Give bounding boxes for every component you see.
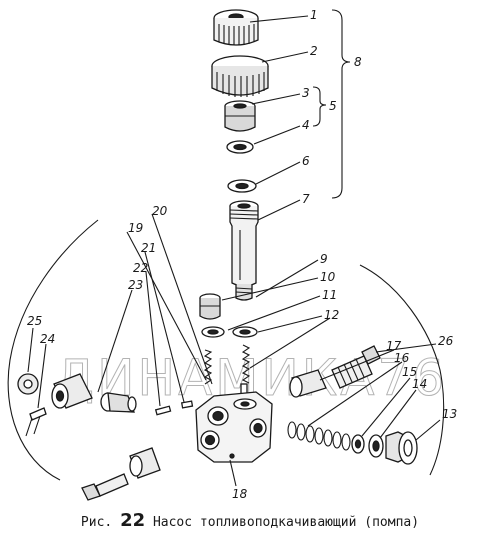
caption-title: Насос топливоподкачивающий (помпа) — [152, 515, 420, 530]
callout-19: 19 — [128, 221, 143, 235]
bracket-5 — [312, 86, 327, 127]
callout-15: 15 — [402, 365, 417, 379]
part-3-valve-seat — [224, 100, 256, 132]
callout-12: 12 — [324, 308, 339, 322]
part-20-spring — [241, 344, 251, 384]
part-26-piston — [331, 345, 381, 389]
part-22-union — [100, 392, 137, 413]
small-pin-right — [180, 400, 194, 409]
leader-lines — [27, 15, 441, 487]
callout-17: 17 — [386, 339, 402, 353]
callout-11: 11 — [322, 288, 337, 302]
part-7-cylinder — [229, 200, 259, 301]
part-6-gasket — [227, 179, 257, 193]
left-boundary-curve — [7, 219, 99, 481]
part-16-spring — [287, 421, 351, 451]
callout-4: 4 — [302, 118, 310, 132]
part-24-pin — [25, 407, 47, 437]
callout-7: 7 — [302, 192, 310, 206]
callout-18: 18 — [232, 487, 248, 501]
part-17-sleeve — [289, 369, 327, 398]
part-23-sleeve — [51, 373, 93, 409]
part-10-washer — [201, 326, 225, 338]
figure-caption: Рис. 22 Насос топливоподкачивающий (помп… — [0, 510, 500, 531]
callout-9: 9 — [320, 252, 328, 266]
callout-5: 5 — [329, 99, 337, 113]
callout-22: 22 — [133, 261, 148, 275]
callout-20: 20 — [152, 204, 168, 218]
callout-23: 23 — [128, 278, 143, 292]
callout-14: 14 — [412, 377, 427, 391]
callout-6: 6 — [302, 154, 310, 168]
callout-13: 13 — [442, 407, 457, 421]
callout-8: 8 — [354, 55, 362, 69]
part-13-plug — [385, 431, 418, 465]
callout-1: 1 — [310, 8, 318, 22]
caption-prefix: Рис. — [80, 515, 113, 530]
callout-2: 2 — [310, 44, 318, 58]
callout-10: 10 — [320, 270, 336, 284]
callout-3: 3 — [302, 86, 310, 100]
part-15-spring-seat — [351, 434, 365, 454]
lower-left-bolt — [81, 473, 129, 501]
part-2-knurled-nut — [211, 55, 269, 97]
part-18-pump-body — [195, 391, 273, 463]
right-boundary-curve — [359, 264, 445, 476]
callout-24: 24 — [40, 332, 55, 346]
part-4-washer — [226, 140, 254, 154]
bracket-8 — [331, 9, 351, 199]
part-9-plug — [199, 293, 221, 320]
caption-figure-number: 22 — [120, 510, 146, 531]
callout-16: 16 — [394, 351, 410, 365]
callout-21: 21 — [141, 241, 156, 255]
lower-left-nut — [129, 447, 161, 479]
part-1-knurled-cap — [213, 9, 259, 46]
callout-25: 25 — [27, 314, 42, 328]
part-19-spring — [203, 349, 213, 385]
callout-26: 26 — [438, 334, 454, 348]
small-pin-left — [154, 405, 172, 416]
part-11-washer — [232, 326, 258, 338]
part-25-nut — [17, 373, 39, 395]
part-14-gasket — [368, 434, 384, 458]
